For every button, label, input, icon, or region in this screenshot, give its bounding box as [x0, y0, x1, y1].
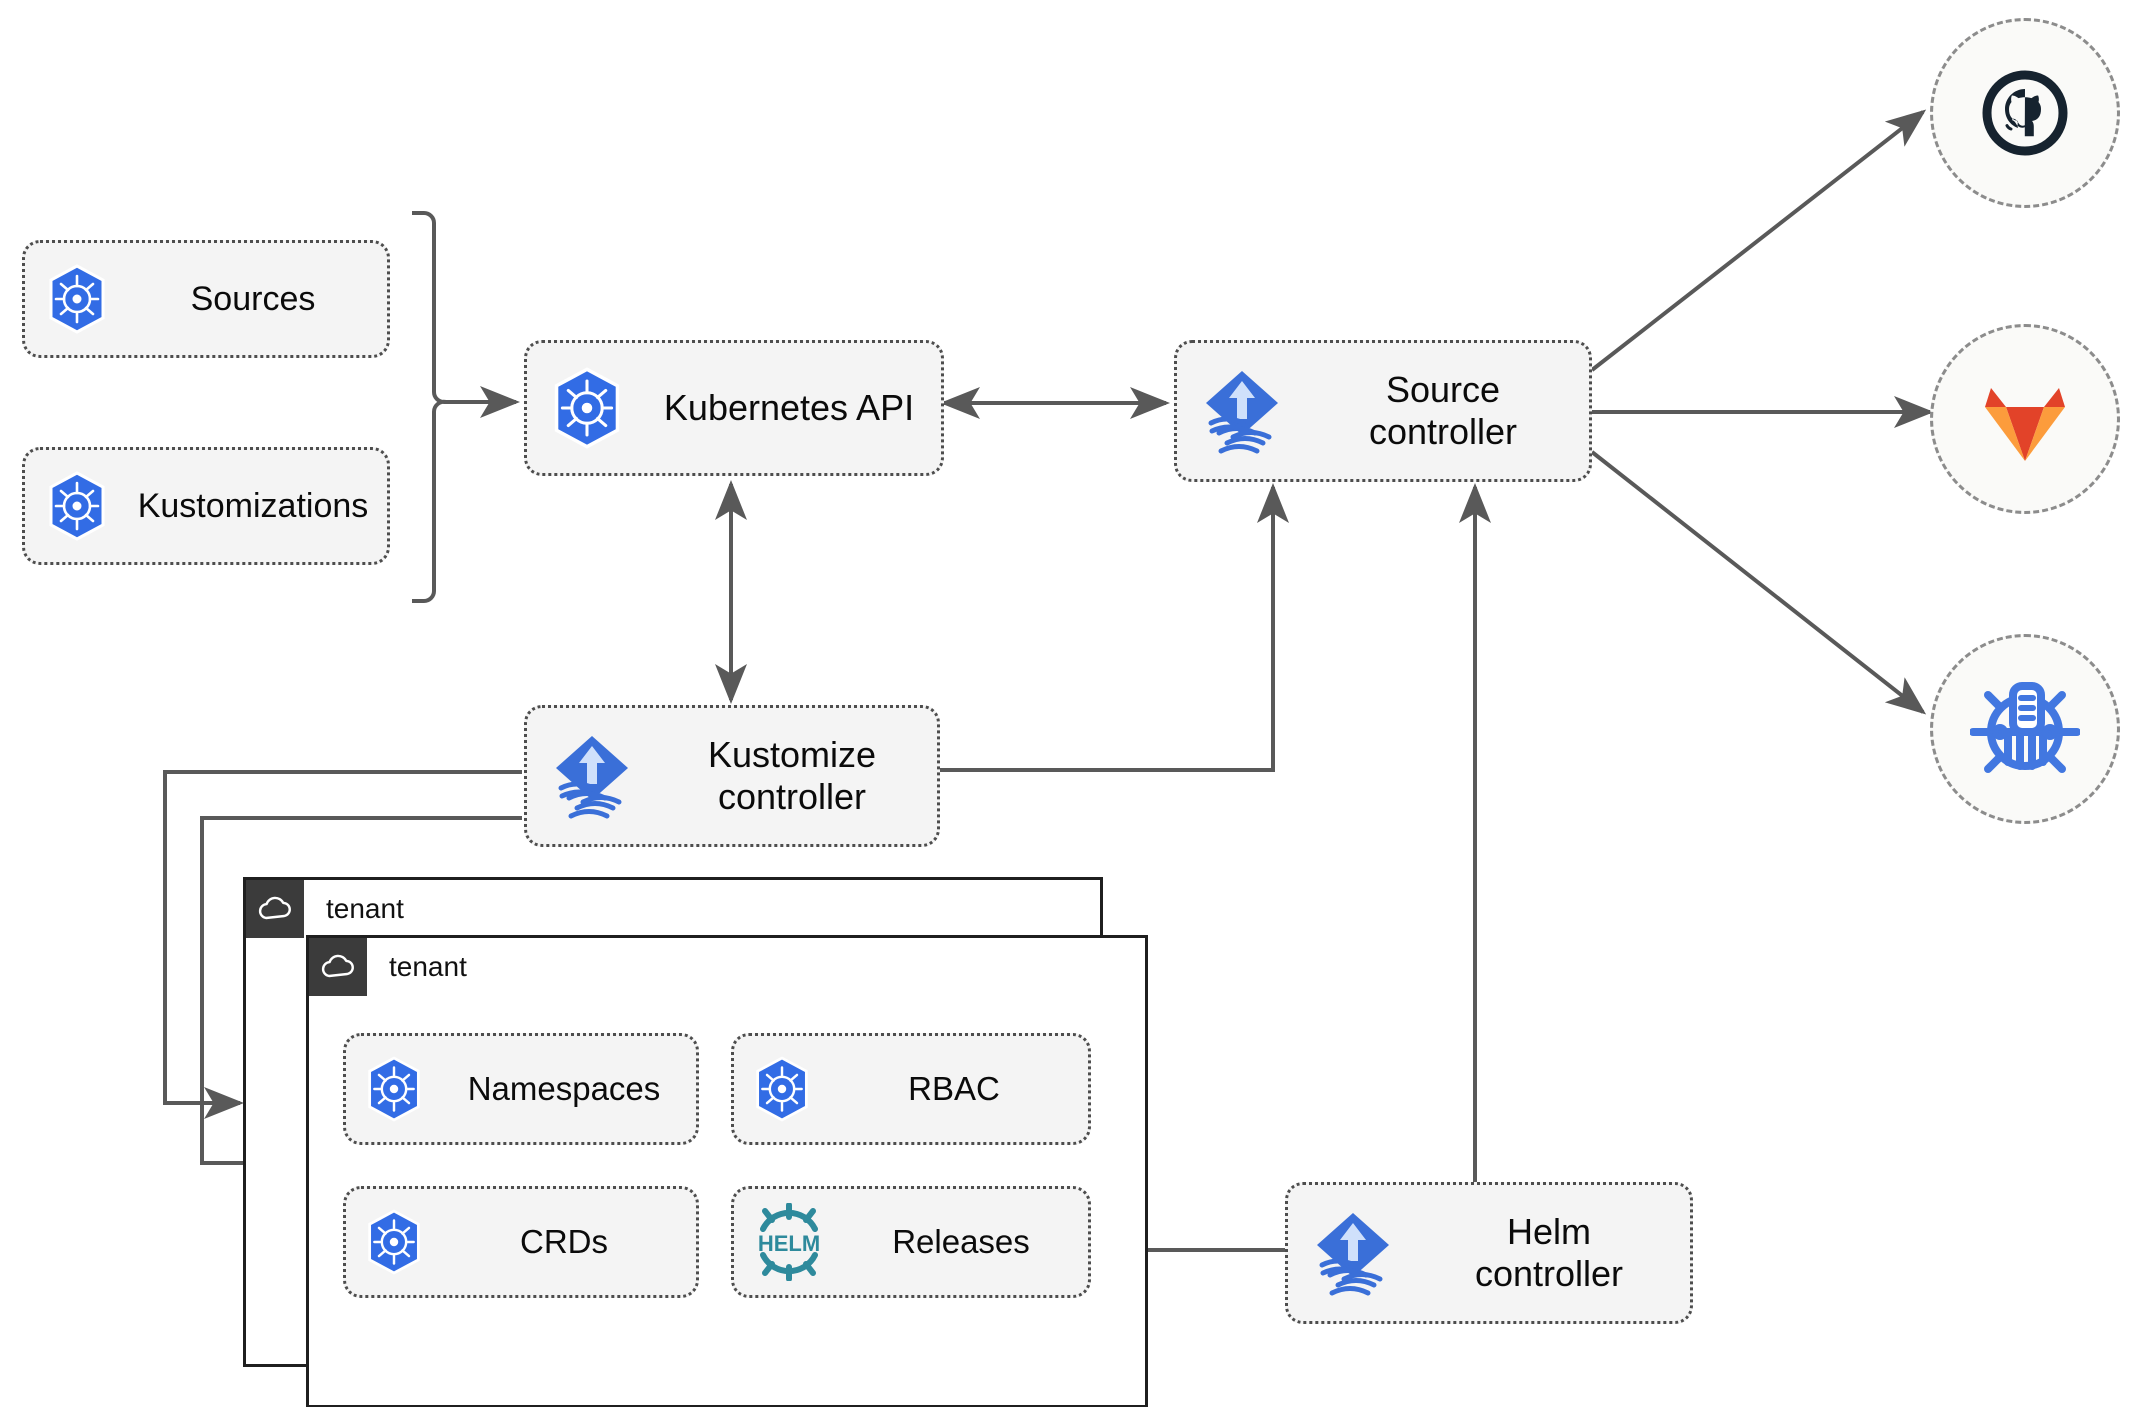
- helm-repository-icon: [1970, 682, 2080, 773]
- svg-text:HELM: HELM: [758, 1231, 820, 1256]
- kubernetes-icon: [346, 1056, 442, 1122]
- node-label: Kubernetes API: [663, 386, 915, 428]
- tenant-header: tenant: [246, 880, 404, 938]
- node-namespaces[interactable]: Namespaces: [343, 1033, 699, 1145]
- node-label: Helm controller: [1474, 1210, 1624, 1294]
- tenant-title: tenant: [389, 951, 467, 982]
- tenant-header: tenant: [309, 938, 467, 996]
- node-label: Kustomize controller: [707, 733, 877, 817]
- node-kubernetes-api[interactable]: Kubernetes API: [524, 340, 944, 476]
- page-title: Flux GitOps Toolkit Architecture: [0, 21, 1, 22]
- node-label: Namespaces: [467, 1069, 661, 1107]
- node-label: RBAC: [908, 1069, 1000, 1107]
- group-brace: [412, 211, 447, 603]
- edge-source-to-helm-repository: [1590, 450, 1927, 715]
- kubernetes-icon: [527, 367, 647, 449]
- flux-icon: [527, 730, 657, 822]
- helm-logo: HELM: [758, 1203, 820, 1281]
- node-kustomizations[interactable]: Kustomizations: [22, 447, 390, 565]
- kubernetes-icon: [25, 471, 129, 541]
- github-icon: [1982, 70, 2068, 156]
- node-label: Sources: [190, 279, 316, 318]
- provider-gitlab[interactable]: [1930, 324, 2120, 514]
- helm-icon: HELM: [734, 1203, 844, 1281]
- node-label: Releases: [892, 1222, 1030, 1260]
- provider-github[interactable]: [1930, 18, 2120, 208]
- kubernetes-icon: [25, 264, 129, 334]
- node-kustomize-controller[interactable]: Kustomize controller: [524, 705, 940, 847]
- tenant-box-inner[interactable]: tenant: [306, 935, 1148, 1407]
- node-sources[interactable]: Sources: [22, 240, 390, 358]
- tenant-title: tenant: [326, 893, 404, 924]
- kubernetes-icon: [734, 1056, 830, 1122]
- kubernetes-icon: [346, 1209, 442, 1275]
- node-label: Kustomizations: [137, 486, 369, 525]
- provider-helm-repository[interactable]: [1930, 634, 2120, 824]
- node-source-controller[interactable]: Source controller: [1174, 340, 1592, 482]
- cloud-icon: [246, 880, 304, 938]
- node-label: CRDs: [520, 1222, 608, 1260]
- node-crds[interactable]: CRDs: [343, 1186, 699, 1298]
- node-helm-controller[interactable]: Helm controller: [1285, 1182, 1693, 1324]
- gitlab-icon: [1985, 388, 2065, 461]
- flux-icon: [1288, 1207, 1418, 1299]
- node-rbac[interactable]: RBAC: [731, 1033, 1091, 1145]
- flux-icon: [1177, 365, 1307, 457]
- cloud-icon: [309, 938, 367, 996]
- edge-source-to-github: [1590, 109, 1927, 372]
- edge-kustomize-to-source: [938, 483, 1289, 772]
- node-label: Source controller: [1368, 368, 1518, 452]
- node-releases[interactable]: HELM Releases: [731, 1186, 1091, 1298]
